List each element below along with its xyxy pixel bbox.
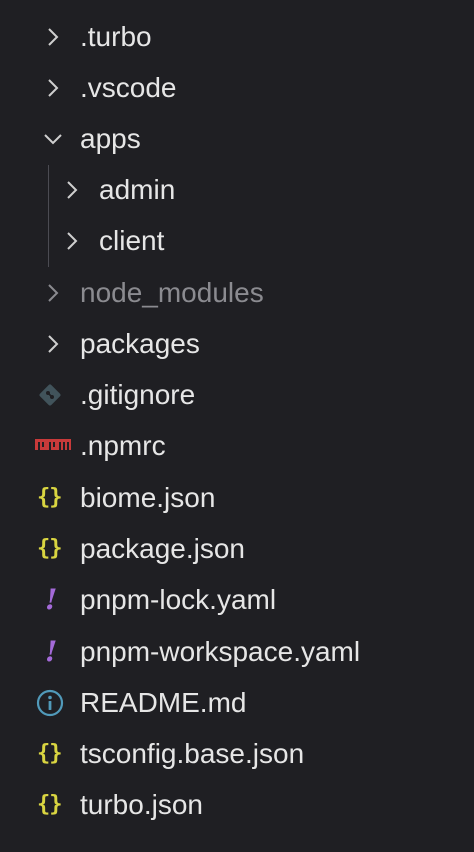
- tree-item-label: apps: [80, 122, 141, 154]
- tree-item-pnpm-workspace-yaml-file[interactable]: ! pnpm-workspace.yaml: [0, 626, 474, 677]
- tree-item-apps-folder[interactable]: apps: [0, 113, 474, 164]
- tree-item-pnpm-lock-yaml-file[interactable]: ! pnpm-lock.yaml: [0, 574, 474, 625]
- tree-item-node-modules-folder[interactable]: node_modules: [0, 267, 474, 318]
- tree-item-biome-json-file[interactable]: {} biome.json: [0, 472, 474, 523]
- tree-item-label: README.md: [80, 686, 247, 718]
- tree-item-packages-folder[interactable]: packages: [0, 318, 474, 369]
- tree-item-gitignore-file[interactable]: .gitignore: [0, 369, 474, 420]
- chevron-right-icon[interactable]: [46, 282, 60, 304]
- chevron-right-icon[interactable]: [65, 179, 79, 201]
- tree-item-label: node_modules: [80, 276, 264, 308]
- tree-item-client-folder[interactable]: client: [0, 215, 474, 266]
- tree-item-label: tsconfig.base.json: [80, 737, 305, 769]
- info-icon: [36, 689, 64, 716]
- tree-item-turbo-json-file[interactable]: {} turbo.json: [0, 779, 474, 830]
- tree-item-label: pnpm-workspace.yaml: [80, 635, 361, 667]
- tree-item-npmrc-file[interactable]: .npmrc: [0, 420, 474, 471]
- chevron-right-icon[interactable]: [46, 26, 60, 48]
- indent-guide: [48, 165, 49, 267]
- json-braces-icon: {}: [37, 791, 62, 817]
- tree-item-label: .gitignore: [80, 378, 196, 410]
- tree-item-label: .turbo: [80, 20, 152, 52]
- tree-item-tsconfig-base-json-file[interactable]: {} tsconfig.base.json: [0, 728, 474, 779]
- tree-item-label: packages: [80, 327, 200, 359]
- tree-item-admin-folder[interactable]: admin: [0, 164, 474, 215]
- json-braces-icon: {}: [37, 535, 62, 561]
- yaml-icon: !: [45, 582, 58, 616]
- chevron-down-icon[interactable]: [42, 132, 64, 146]
- tree-item-label: admin: [99, 173, 176, 205]
- tree-item-label: .npmrc: [80, 429, 166, 461]
- git-icon: [39, 384, 61, 405]
- tree-item-turbo-folder[interactable]: .turbo: [0, 11, 474, 62]
- chevron-right-icon[interactable]: [65, 230, 79, 252]
- chevron-right-icon[interactable]: [46, 77, 60, 99]
- tree-item-vscode-folder[interactable]: .vscode: [0, 62, 474, 113]
- tree-item-readme-file[interactable]: README.md: [0, 677, 474, 728]
- chevron-right-icon[interactable]: [46, 333, 60, 355]
- tree-item-label: .vscode: [80, 71, 177, 103]
- tree-item-label: client: [99, 224, 165, 256]
- tree-item-label: biome.json: [80, 481, 216, 513]
- json-braces-icon: {}: [37, 740, 62, 766]
- tree-item-package-json-file[interactable]: {} package.json: [0, 523, 474, 574]
- tree-item-label: package.json: [80, 532, 246, 564]
- yaml-icon: !: [45, 634, 58, 668]
- tree-item-label: pnpm-lock.yaml: [80, 583, 277, 615]
- npm-icon: [35, 438, 71, 452]
- tree-item-label: turbo.json: [80, 788, 203, 820]
- json-braces-icon: {}: [37, 484, 62, 510]
